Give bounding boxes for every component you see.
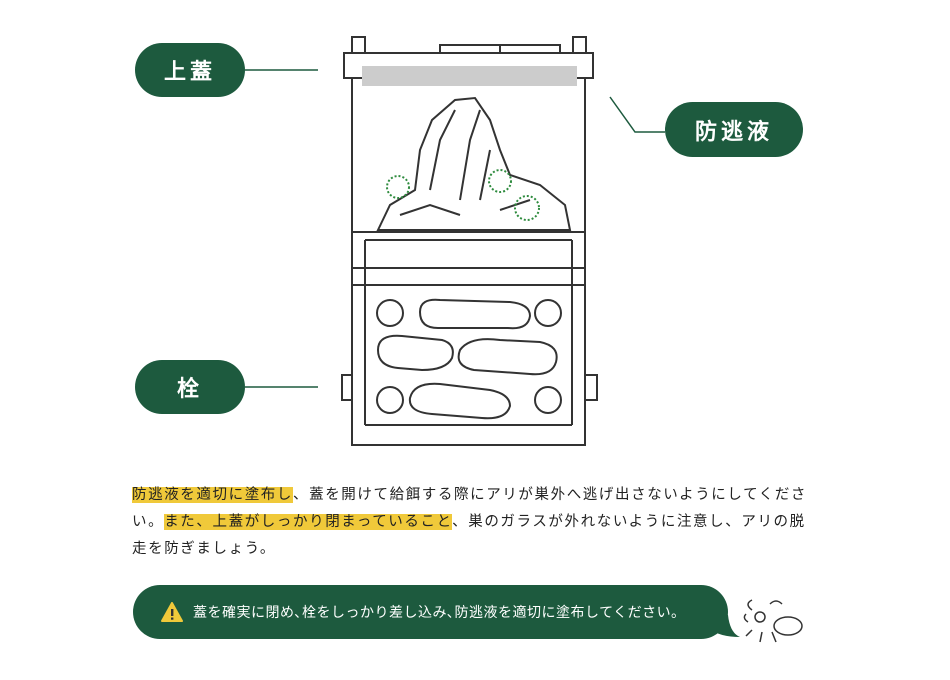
body-text: 、蓋を開けて給餌する際にアリが巣外へ逃げ出さないようにしてください。 [132, 487, 808, 530]
highlight-text: 防逃液を適切に塗布し [132, 487, 293, 503]
highlight-text: また、上蓋がしっかり閉まっていること [164, 514, 453, 530]
body-text: 、巣のガラスが外れないように注意し、アリの脱走を防ぎましょう。 [132, 514, 806, 557]
label-plug: 栓 [135, 360, 245, 414]
leader-lines [245, 69, 665, 388]
plug-left [341, 374, 353, 401]
warning-text: 蓋を確実に閉め､栓をしっかり差し込み､防逃液を適切に塗布してください｡ [193, 605, 679, 621]
warning-icon [161, 602, 183, 622]
explanation-paragraph: 防逃液を適切に塗布し、蓋を開けて給餌する際にアリが巣外へ逃げ出さないようにしてく… [132, 482, 812, 563]
chambers [376, 298, 562, 420]
label-anti-escape-liquid: 防逃液 [665, 102, 803, 157]
bubble-tail [710, 615, 740, 637]
rock [376, 96, 572, 231]
moss [386, 169, 540, 221]
plug-right [584, 374, 598, 401]
label-lid: 上蓋 [135, 43, 245, 97]
warning-callout: 蓋を確実に閉め､栓をしっかり差し込み､防逃液を適切に塗布してください｡ [133, 585, 728, 639]
ant-icon [743, 599, 803, 643]
anti-escape-coating [362, 66, 577, 86]
